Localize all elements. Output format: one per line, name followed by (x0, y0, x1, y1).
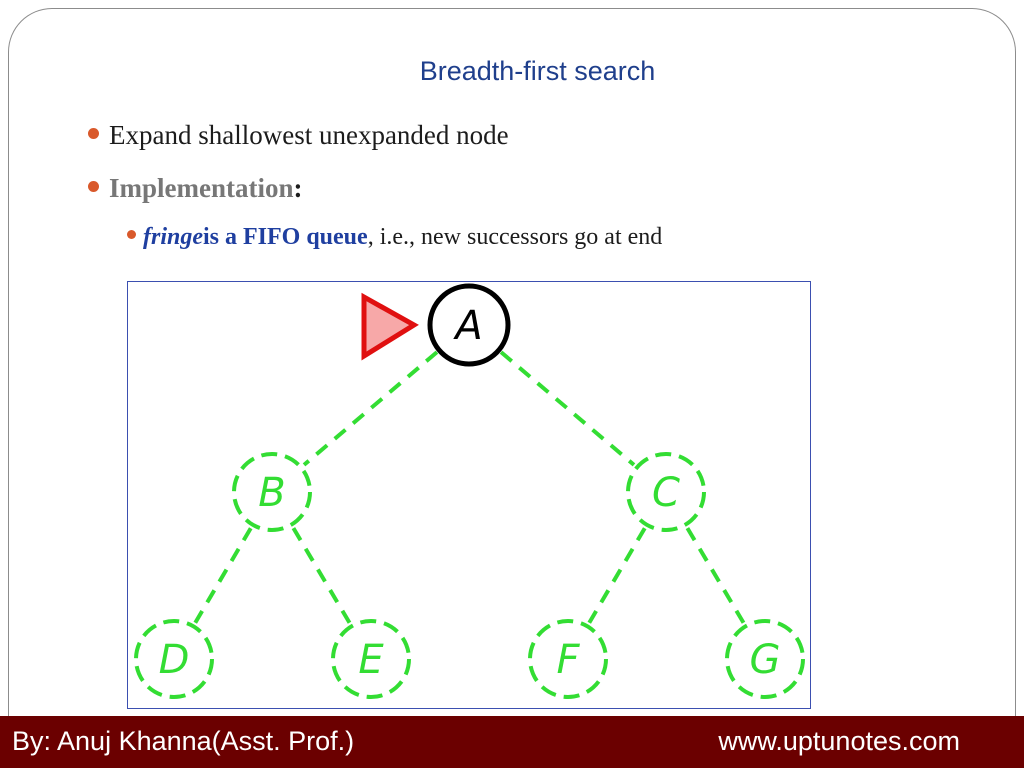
bullet-implementation: Implementation: (88, 173, 303, 204)
fringe-term: fringe (143, 224, 203, 250)
bullet-expand: Expand shallowest unexpanded node (88, 120, 509, 151)
slide-frame (8, 8, 1016, 768)
sub-bullet-dot-icon (127, 230, 136, 239)
bfs-tree-diagram: A B C D E F G (127, 281, 811, 709)
node-label-D: D (159, 637, 190, 683)
node-G (725, 619, 805, 699)
bullet-expand-text: Expand shallowest unexpanded node (109, 120, 509, 150)
node-label-B: B (258, 470, 285, 516)
edge-C-F (587, 527, 647, 624)
node-B (232, 452, 312, 532)
node-A (427, 283, 511, 367)
footer-bar: By: Anuj Khanna(Asst. Prof.) www.uptunot… (0, 716, 1024, 768)
edge-C-G (685, 527, 746, 624)
slide-title: Breadth-first search (419, 56, 656, 86)
current-node-pointer-icon (361, 292, 419, 361)
bullet-dot-icon (88, 181, 99, 192)
edge-B-E (291, 527, 352, 624)
node-label-C: C (652, 470, 680, 516)
edge-B-D (193, 527, 253, 624)
sub-bullet-fringe: fringe is a FIFO queue, i.e., new succes… (127, 224, 662, 251)
node-E (331, 619, 411, 699)
node-label-A: A (452, 303, 482, 349)
fifo-queue-text: is a FIFO queue (203, 224, 368, 250)
node-label-G: G (750, 637, 781, 683)
bullet-implementation-colon: : (293, 173, 303, 203)
node-label-F: F (556, 637, 580, 683)
node-F (528, 619, 608, 699)
node-C (626, 452, 706, 532)
tree-canvas: A B C D E F G (134, 283, 805, 699)
edge-A-C (499, 350, 636, 467)
footer-author: By: Anuj Khanna(Asst. Prof.) (12, 726, 355, 756)
bullet-implementation-label: Implementation (109, 173, 294, 203)
fringe-rest-text: , i.e., new successors go at end (367, 224, 663, 250)
edge-A-B (302, 350, 439, 467)
bullet-dot-icon (88, 128, 99, 139)
node-label-E: E (358, 637, 384, 683)
node-D (134, 619, 214, 699)
footer-website: www.uptunotes.com (718, 726, 960, 756)
